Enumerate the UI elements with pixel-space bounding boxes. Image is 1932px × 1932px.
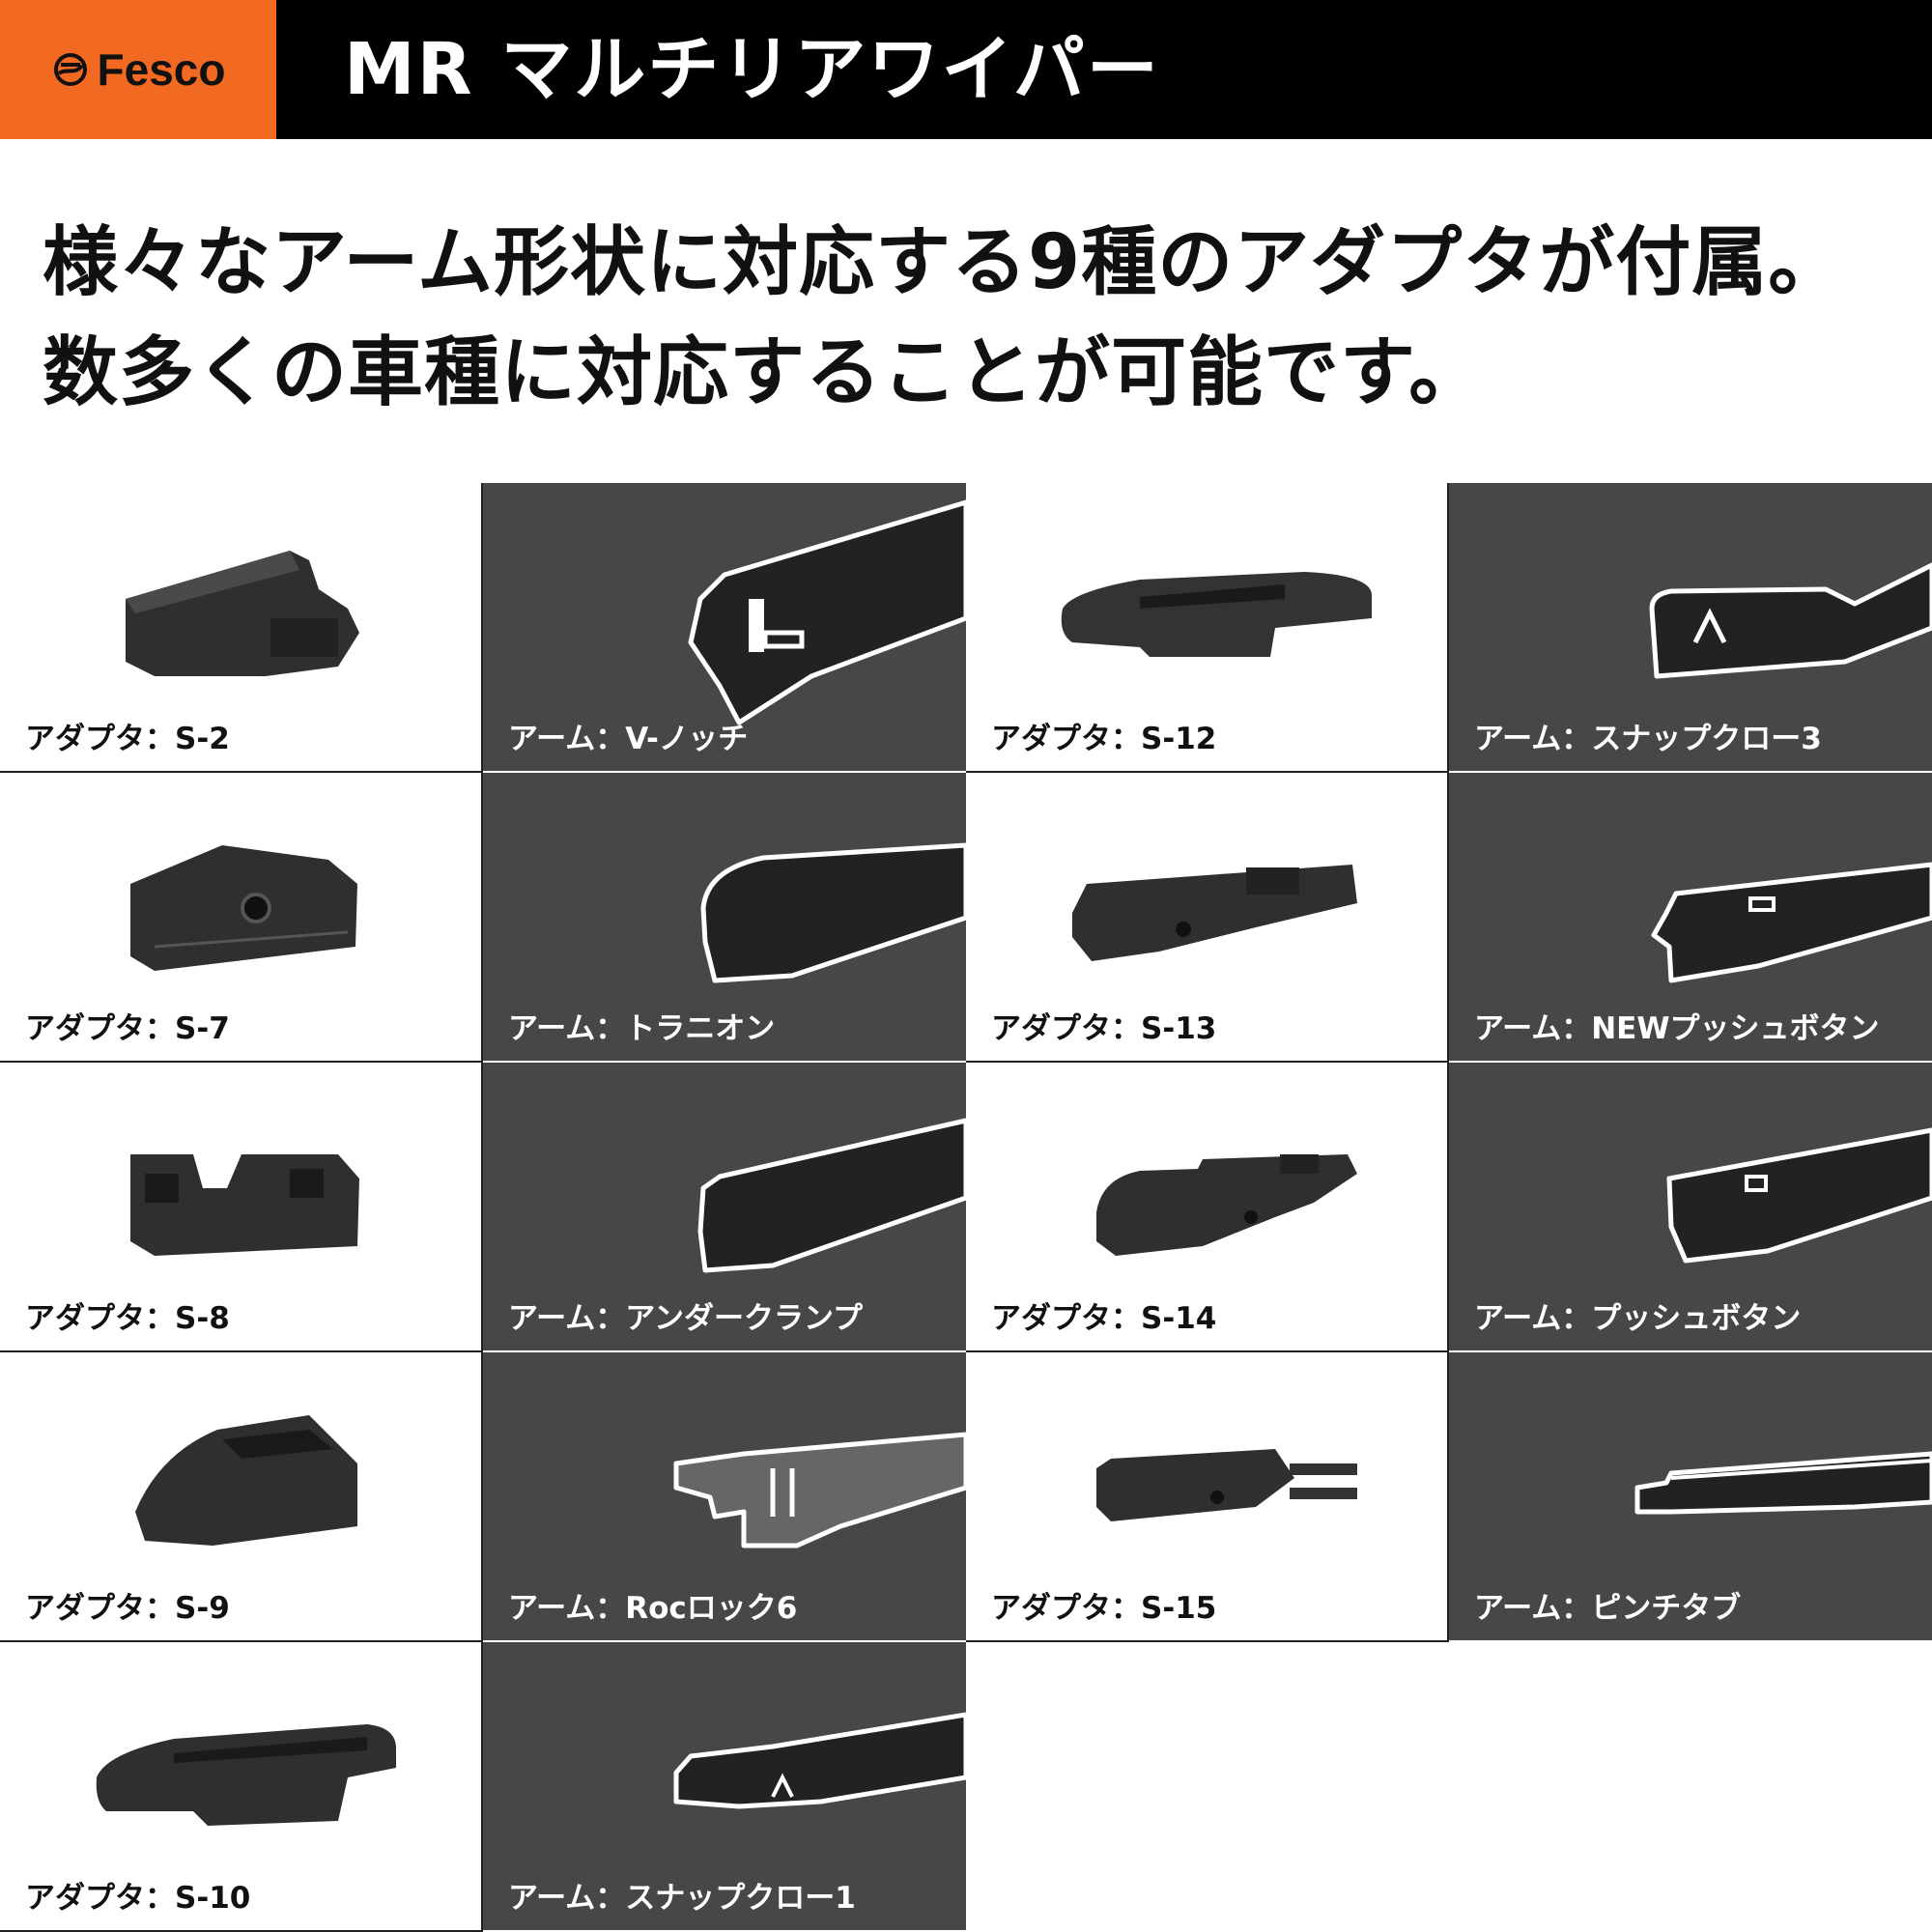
grid-cell: アーム：Rocロック6 bbox=[483, 1352, 966, 1642]
header-bar: Fesco MR マルチリアワイパー bbox=[0, 0, 1932, 139]
grid-cell: アーム：トラニオン bbox=[483, 773, 966, 1063]
adapter-s12-icon bbox=[1061, 572, 1372, 657]
grid-cell: アーム：スナップクロー1 bbox=[483, 1642, 966, 1932]
brand-logo: Fesco bbox=[0, 0, 276, 139]
grid-cell: アーム：スナップクロー3 bbox=[1449, 483, 1932, 773]
cell-label: アダプタ：S-8 bbox=[25, 1301, 230, 1336]
grid-cell: アダプタ：S-8 bbox=[0, 1063, 483, 1352]
adapter-grid: アダプタ：S-2 アーム：V-ノッチ アダプタ：S-12 アーム：スナップクロー… bbox=[0, 483, 1932, 1932]
cell-label: アーム：トラニオン bbox=[508, 1011, 776, 1046]
cell-label: アダプタ：S-15 bbox=[991, 1591, 1217, 1626]
adapter-s7-icon bbox=[130, 845, 357, 971]
arm-push-button-icon bbox=[1666, 1127, 1932, 1264]
arm-snap-claw-1-icon bbox=[673, 1712, 966, 1809]
adapter-s13-icon bbox=[1072, 865, 1357, 961]
cell-label: アーム：V-ノッチ bbox=[508, 722, 749, 756]
arm-v-notch-icon bbox=[688, 499, 966, 725]
arm-snap-claw-3-icon bbox=[1649, 562, 1932, 679]
cell-label: アーム：アンダークランプ bbox=[508, 1301, 864, 1336]
cell-label: アーム：NEWプッシュボタン bbox=[1474, 1011, 1880, 1046]
cell-label: アダプタ：S-10 bbox=[25, 1881, 251, 1916]
cell-label: アダプタ：S-2 bbox=[25, 722, 230, 756]
grid-cell: アダプタ：S-10 bbox=[0, 1642, 483, 1932]
arm-trunnion-icon bbox=[700, 842, 966, 983]
arm-pinch-tab-icon bbox=[1634, 1451, 1932, 1515]
grid-cell: アダプタ：S-9 bbox=[0, 1352, 483, 1642]
grid-cell: アーム：ピンチタブ bbox=[1449, 1352, 1932, 1642]
grid-cell: アーム：V-ノッチ bbox=[483, 483, 966, 773]
arm-new-push-button-icon bbox=[1651, 862, 1932, 983]
brand-name: Fesco bbox=[97, 44, 226, 95]
adapter-s14-icon bbox=[1096, 1154, 1357, 1256]
grid-cell: アダプタ：S-15 bbox=[966, 1352, 1449, 1642]
cell-label: アダプタ：S-12 bbox=[991, 722, 1217, 756]
cell-label: アーム：プッシュボタン bbox=[1474, 1301, 1802, 1336]
page-title: MR マルチリアワイパー bbox=[344, 28, 1160, 111]
grid-cell: アダプタ：S-13 bbox=[966, 773, 1449, 1063]
grid-cell: アダプタ：S-7 bbox=[0, 773, 483, 1063]
grid-cell: アダプタ：S-14 bbox=[966, 1063, 1449, 1352]
adapter-s8-icon bbox=[130, 1154, 359, 1256]
cell-label: アダプタ：S-13 bbox=[991, 1011, 1217, 1046]
grid-cell: アーム：NEWプッシュボタン bbox=[1449, 773, 1932, 1063]
cell-label: アーム：Rocロック6 bbox=[508, 1591, 798, 1626]
cell-label: アーム：スナップクロー3 bbox=[1474, 722, 1822, 756]
grid-cell: アダプタ：S-2 bbox=[0, 483, 483, 773]
headline-line-2: 数多くの車種に対応することが可能です。 bbox=[43, 329, 1486, 416]
cell-label: アーム：ピンチタブ bbox=[1474, 1591, 1742, 1626]
headline-line-1: 様々なアーム形状に対応する9種のアダプタが付属。 bbox=[43, 219, 1845, 306]
adapter-s15-icon bbox=[1096, 1449, 1357, 1521]
cell-label: アダプタ：S-14 bbox=[991, 1301, 1217, 1336]
adapter-s9-icon bbox=[135, 1415, 357, 1546]
grid-cell: アダプタ：S-12 bbox=[966, 483, 1449, 773]
cell-label: アダプタ：S-7 bbox=[25, 1011, 230, 1046]
fesco-logo-icon bbox=[53, 53, 87, 86]
grid-cell: アーム：アンダークランプ bbox=[483, 1063, 966, 1352]
cell-label: アダプタ：S-9 bbox=[25, 1591, 230, 1626]
arm-under-clamp-icon bbox=[697, 1118, 966, 1273]
grid-cell: アーム：プッシュボタン bbox=[1449, 1063, 1932, 1352]
adapter-s2-icon bbox=[126, 551, 359, 676]
cell-label: アーム：スナップクロー1 bbox=[508, 1881, 856, 1916]
adapter-s10-icon bbox=[96, 1724, 396, 1826]
arm-roc-lock-6-icon bbox=[673, 1432, 966, 1548]
